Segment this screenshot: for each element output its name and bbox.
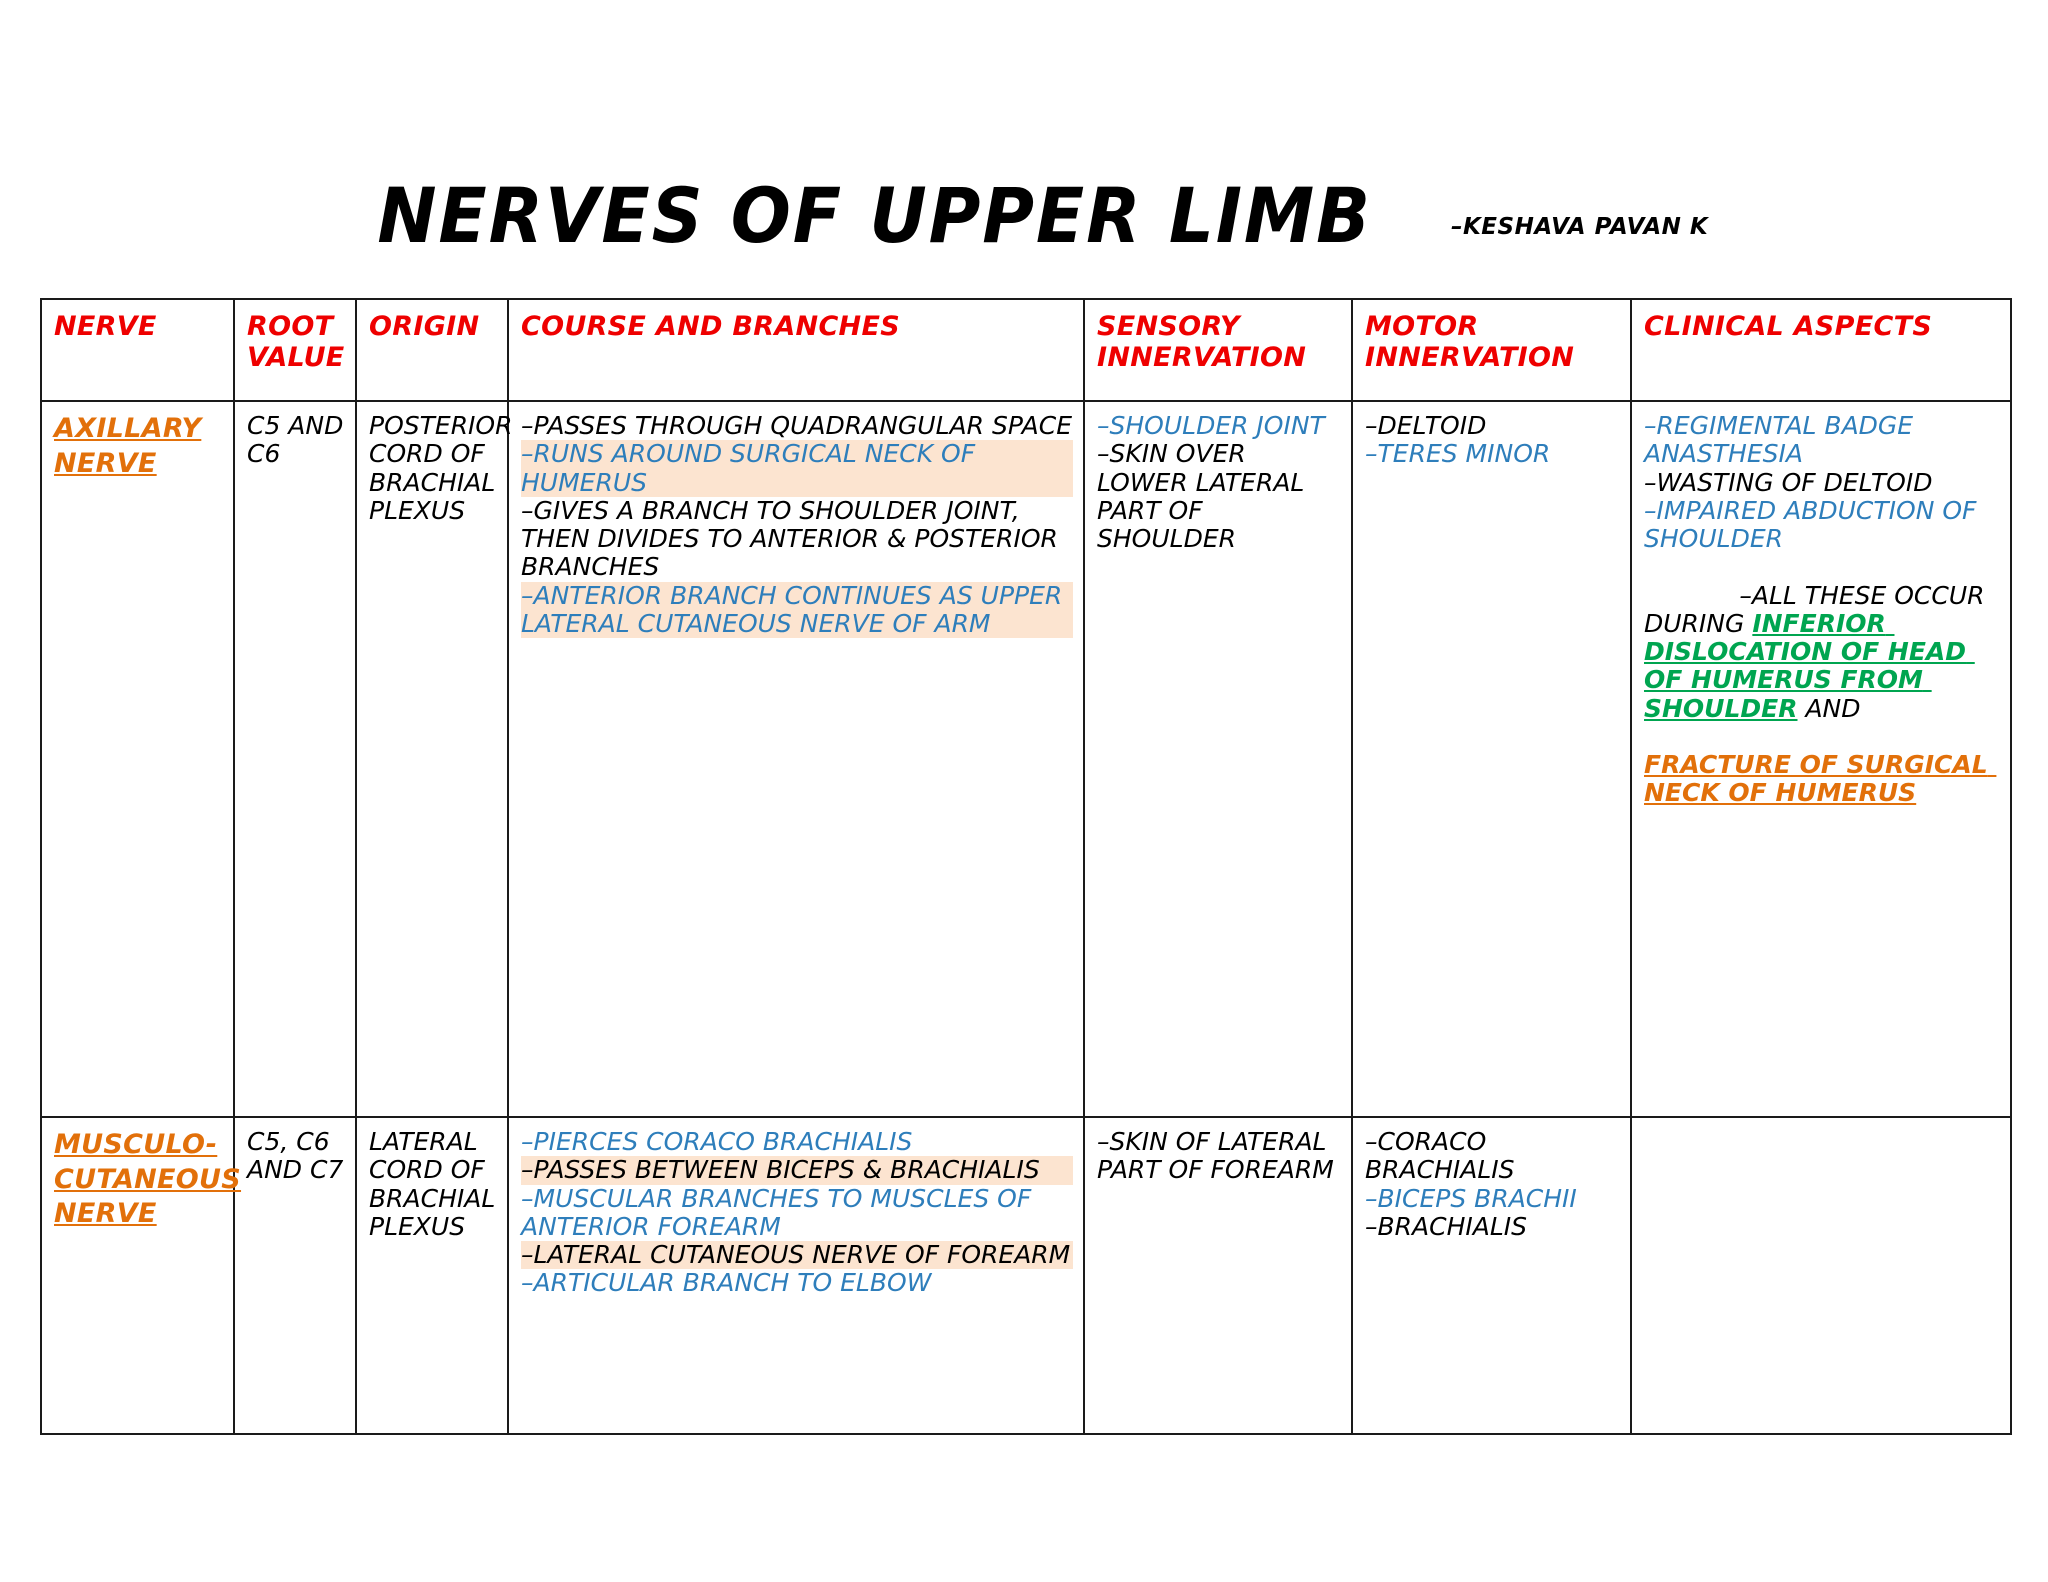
course-line: –PIERCES CORACO BRACHIALIS: [521, 1127, 913, 1156]
clinical-item-mixed: –ALL THESE OCCUR DURING INFERIOR DISLOCA…: [1644, 553, 2000, 751]
cell-sensory-innervation: –SHOULDER JOINT –SKIN OVER LOWER LATERAL…: [1083, 400, 1353, 1118]
course-line-highlighted: –RUNS AROUND SURGICAL NECK OF HUMERUS: [521, 440, 1073, 497]
nerve-name-label: MUSCULO-CUTANEOUS NERVE: [54, 1129, 242, 1230]
course-line-highlighted: –LATERAL CUTANEOUS NERVE OF FOREARM: [521, 1240, 1073, 1270]
cell-motor-innervation: –DELTOID –TERES MINOR: [1351, 400, 1632, 1118]
cell-clinical-aspects: [1630, 1116, 2012, 1435]
course-line: –ARTICULAR BRANCH TO ELBOW: [521, 1268, 932, 1298]
author-credit: –KESHAVA PAVAN K: [1450, 214, 1709, 240]
cell-origin: POSTERIOR CORD OF BRACHIAL PLEXUS: [355, 400, 521, 1118]
table-row: MUSCULO-CUTANEOUS NERVE C5, C6 AND C7 LA…: [40, 1116, 2012, 1435]
column-header-sensory-innervation: SENSORY INNERVATION: [1083, 298, 1353, 402]
cell-sensory-innervation: –SKIN OF LATERAL PART OF FOREARM: [1083, 1116, 1353, 1435]
motor-item: –CORACO BRACHIALIS: [1365, 1127, 1515, 1185]
root-value-text: C5, C6 AND C7: [247, 1127, 344, 1185]
root-value-text: C5 AND C6: [247, 411, 352, 469]
course-line-highlighted: –ANTERIOR BRANCH CONTINUES AS UPPER LATE…: [521, 581, 1073, 638]
cell-course-and-branches: –PASSES THROUGH QUADRANGULAR SPACE –RUNS…: [507, 400, 1085, 1118]
column-header-origin: ORIGIN: [355, 298, 509, 402]
motor-item: –BICEPS BRACHII: [1365, 1183, 1577, 1213]
cell-course-and-branches: –PIERCES CORACO BRACHIALIS –PASSES BETWE…: [507, 1116, 1085, 1435]
clinical-text-green: INFERIOR DISLOCATION OF HEAD OF HUMERUS …: [1644, 608, 1975, 723]
table-header-row: NERVE ROOT VALUE ORIGIN COURSE AND BRANC…: [40, 298, 2012, 402]
clinical-item: –IMPAIRED ABDUCTION OF SHOULDER: [1644, 495, 1985, 553]
nerve-name-label: AXILLARY NERVE: [54, 413, 202, 479]
cell-root-value: C5 AND C6: [233, 400, 357, 1118]
clinical-item: –REGIMENTAL BADGE ANASTHESIA: [1644, 411, 1922, 469]
column-header-course: COURSE AND BRANCHES: [507, 298, 1085, 402]
clinical-text-plain: –ALL THESE OCCUR DURING: [1644, 580, 1993, 638]
motor-item: –DELTOID: [1365, 411, 1487, 440]
sensory-item: –SHOULDER JOINT: [1097, 411, 1325, 440]
course-line-highlighted: –PASSES BETWEEN BICEPS & BRACHIALIS: [521, 1155, 1073, 1185]
clinical-item-orange: FRACTURE OF SURGICAL NECK OF HUMERUS: [1644, 750, 1997, 808]
sensory-item: –SKIN OF LATERAL PART OF FOREARM: [1097, 1127, 1335, 1185]
cell-clinical-aspects: –REGIMENTAL BADGE ANASTHESIA –WASTING OF…: [1630, 400, 2012, 1118]
course-line: –PASSES THROUGH QUADRANGULAR SPACE: [521, 411, 1073, 440]
column-header-root-value: ROOT VALUE: [233, 298, 357, 402]
origin-text: LATERAL CORD OF BRACHIAL PLEXUS: [369, 1127, 504, 1241]
course-line: –GIVES A BRANCH TO SHOULDER JOINT, THEN …: [521, 495, 1066, 582]
clinical-text-conjunction: AND: [1797, 693, 1869, 723]
cell-origin: LATERAL CORD OF BRACHIAL PLEXUS: [355, 1116, 509, 1435]
motor-item: –TERES MINOR: [1365, 439, 1551, 469]
origin-text: POSTERIOR CORD OF BRACHIAL PLEXUS: [369, 411, 521, 525]
cell-root-value: C5, C6 AND C7: [233, 1116, 357, 1435]
column-header-clinical-aspects: CLINICAL ASPECTS: [1630, 298, 2012, 402]
table-row: AXILLARY NERVE C5 AND C6 POSTERIOR CORD …: [40, 400, 2012, 1118]
cell-nerve-name: MUSCULO-CUTANEOUS NERVE: [40, 1116, 242, 1435]
course-line: –MUSCULAR BRANCHES TO MUSCLES OF ANTERIO…: [521, 1183, 1040, 1241]
column-header-motor-innervation: MOTOR INNERVATION: [1351, 298, 1632, 402]
nerves-table: NERVE ROOT VALUE ORIGIN COURSE AND BRANC…: [40, 298, 2012, 1435]
cell-nerve-name: AXILLARY NERVE: [40, 400, 235, 1118]
page-title: NERVES OF UPPER LIMB: [377, 171, 1372, 260]
motor-item: –BRACHIALIS: [1365, 1211, 1528, 1241]
sensory-item: –SKIN OVER LOWER LATERAL PART OF SHOULDE…: [1097, 439, 1313, 553]
title-block: NERVES OF UPPER LIMB –KESHAVA PAVAN K: [0, 178, 2048, 254]
clinical-item: –WASTING OF DELTOID: [1644, 467, 1933, 497]
column-header-nerve: NERVE: [40, 298, 235, 402]
cell-motor-innervation: –CORACO BRACHIALIS –BICEPS BRACHII –BRAC…: [1351, 1116, 1632, 1435]
